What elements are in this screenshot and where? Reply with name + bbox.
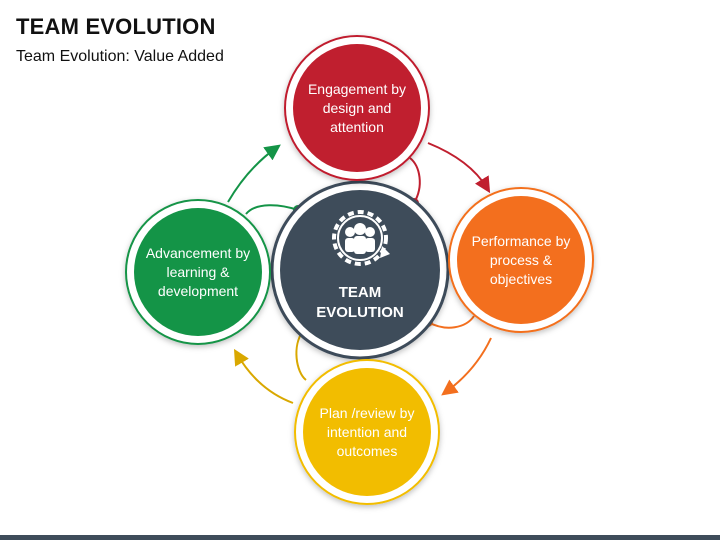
connector-performance	[427, 315, 475, 329]
arrow-plan-to-advancement	[233, 348, 294, 404]
center-label-line2: EVOLUTION	[316, 304, 404, 321]
center-label-line1: TEAM	[338, 284, 382, 301]
node-engagement	[284, 35, 430, 181]
arrow-advancement-to-engagement	[227, 144, 281, 203]
slide-subtitle: Team Evolution: Value Added	[16, 48, 224, 65]
slide-title: TEAM EVOLUTION	[16, 14, 216, 39]
node-engagement-label: Engagement by design and attention	[307, 80, 407, 135]
node-plan	[294, 359, 440, 505]
connector-engagement	[409, 157, 421, 204]
arrow-engagement-to-performance	[427, 142, 491, 194]
node-advancement	[125, 199, 271, 345]
connector-advancement	[245, 204, 299, 215]
node-performance-label: Performance by process & objectives	[471, 232, 571, 287]
node-performance	[448, 187, 594, 333]
center-node	[270, 180, 450, 360]
node-advancement-label: Advancement by learning & development	[145, 244, 251, 299]
center-label: TEAM EVOLUTION	[290, 283, 430, 323]
node-plan-label: Plan /review by intention and outcomes	[319, 404, 415, 459]
team-gear-icon	[332, 210, 390, 266]
arrow-performance-to-plan	[441, 337, 492, 396]
footer-bar	[0, 535, 720, 540]
